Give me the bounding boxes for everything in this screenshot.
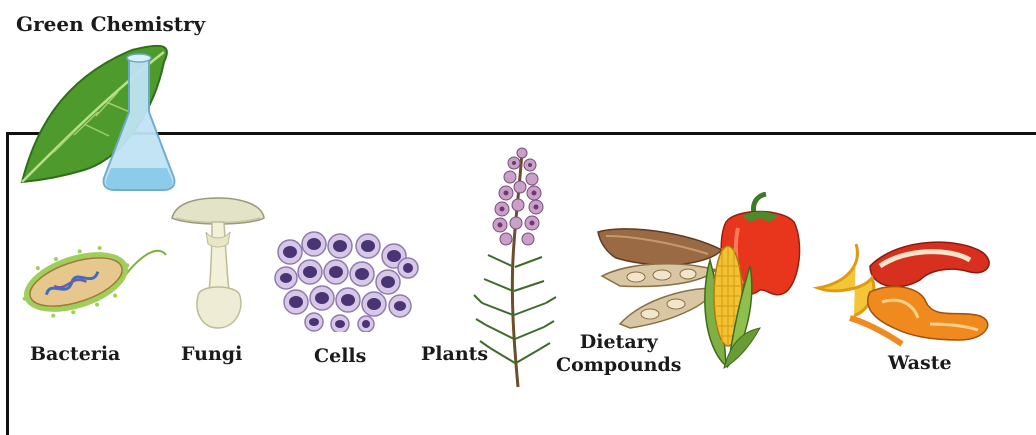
mushroom-icon [168, 196, 268, 332]
cells-label: Cells [314, 345, 366, 368]
dietary-compounds-label: Dietary Compounds [556, 331, 681, 377]
fungi-label: Fungi [181, 343, 242, 366]
waste-label: Waste [888, 352, 952, 375]
bacteria-icon [14, 235, 169, 325]
plants-label: Plants [421, 343, 488, 366]
dietary-label-line2: Compounds [556, 354, 681, 377]
fruit-peel-icon [810, 232, 1010, 350]
dietary-label-line1: Dietary [556, 331, 681, 354]
corn-icon [690, 236, 766, 370]
leaf-flask-icon [14, 40, 184, 195]
bacteria-label: Bacteria [30, 343, 120, 366]
cells-icon [274, 228, 420, 332]
diagram-title: Green Chemistry [16, 12, 205, 36]
